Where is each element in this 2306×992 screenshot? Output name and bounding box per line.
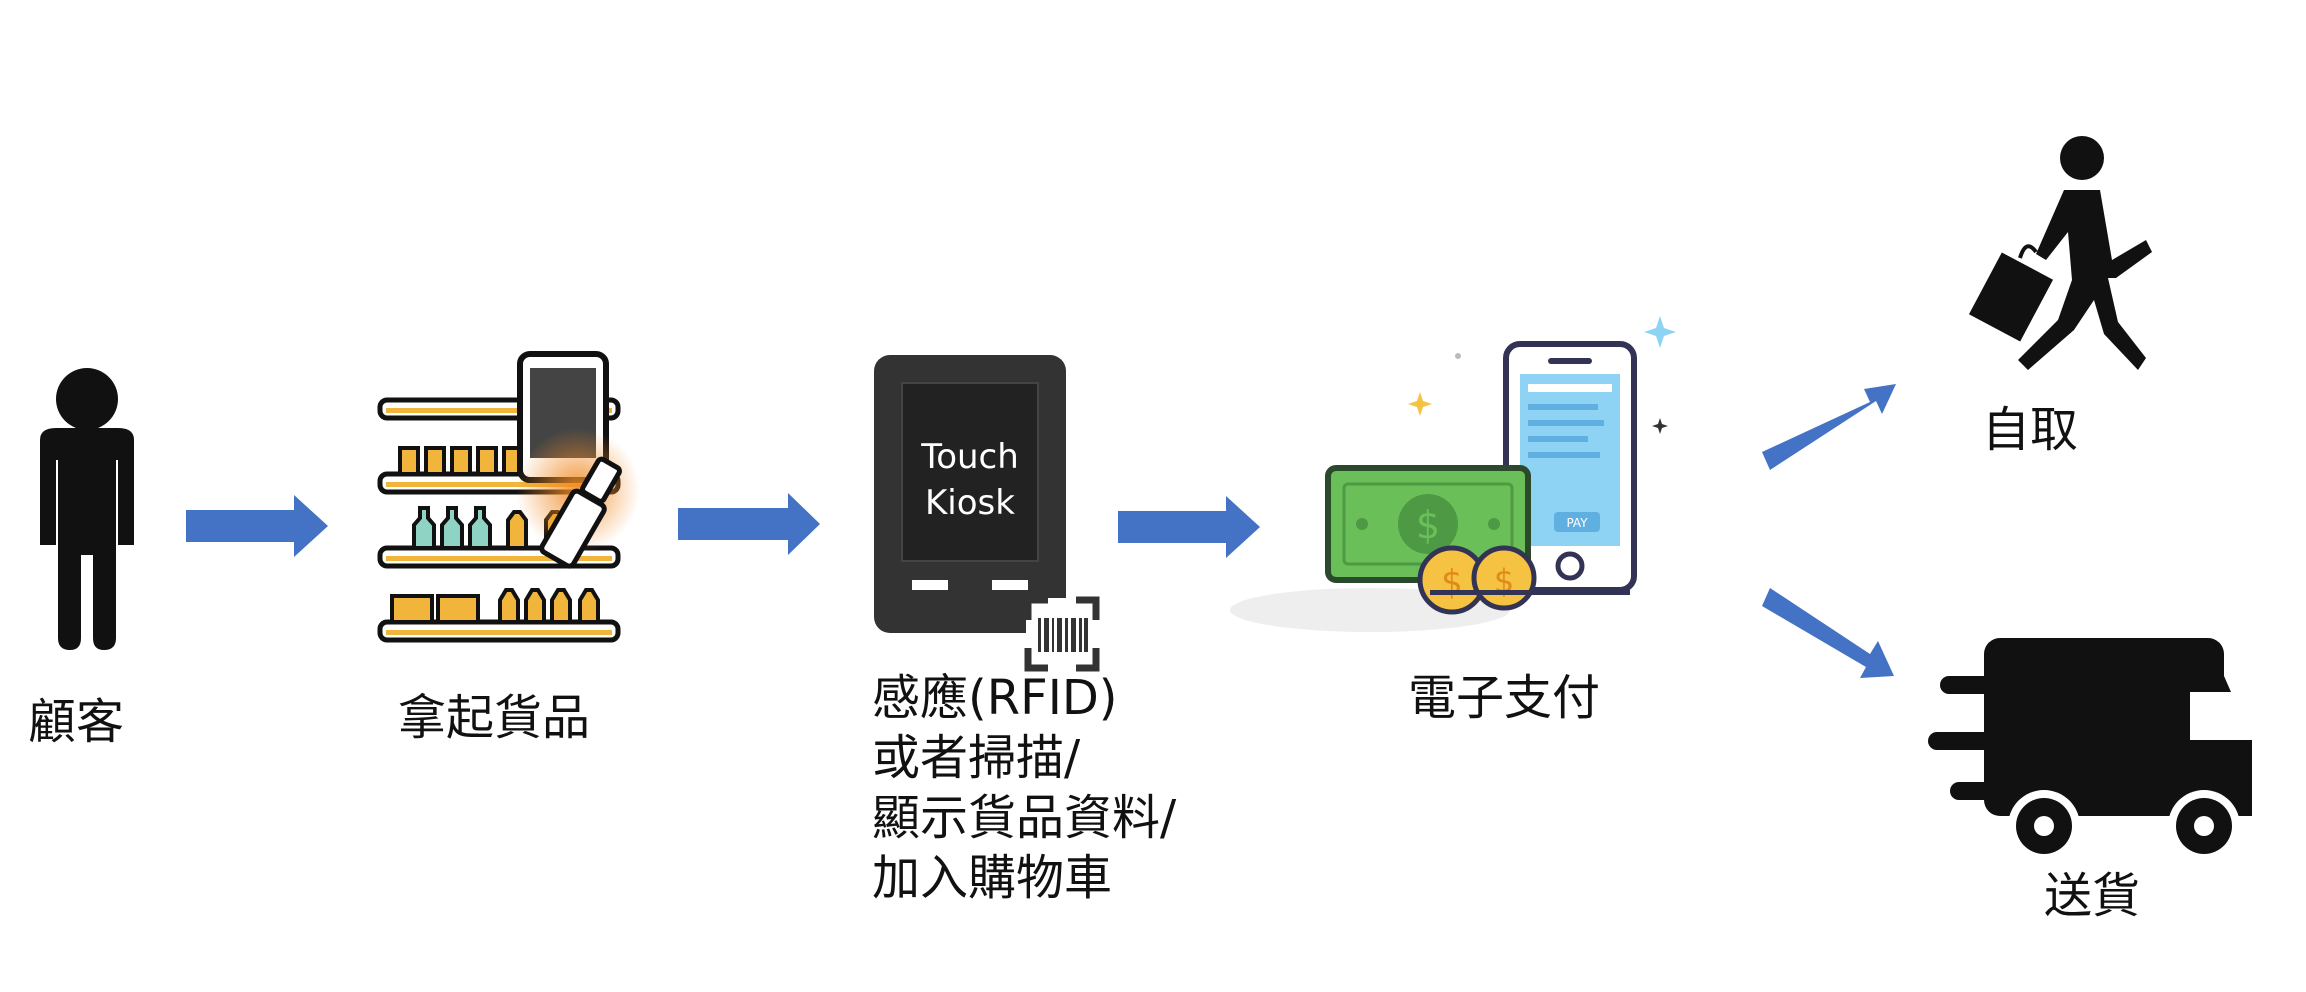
svg-text:$: $ bbox=[1441, 563, 1463, 603]
customer-icon bbox=[40, 368, 134, 650]
touch-kiosk-icon: Touch Kiosk bbox=[874, 355, 1066, 633]
self-pickup-label: 自取 bbox=[1982, 402, 2079, 458]
pay-badge: PAY bbox=[1566, 516, 1588, 530]
kiosk-label-line-4: 加入購物車 bbox=[872, 850, 1113, 906]
svg-text:$: $ bbox=[1416, 503, 1440, 547]
kiosk-label-line-3: 顯示貨品資料/ bbox=[872, 790, 1177, 846]
flow-arrow-to-self-pickup bbox=[1762, 384, 1896, 470]
electronic-payment-icon: PAY $ $ $ bbox=[1230, 316, 1676, 632]
flow-arrow-1 bbox=[186, 495, 328, 557]
customer-label: 顧客 bbox=[28, 694, 125, 750]
flow-arrow-to-delivery bbox=[1762, 588, 1894, 678]
delivery-truck-icon bbox=[1928, 638, 2262, 862]
electronic-payment-label: 電子支付 bbox=[1408, 670, 1601, 726]
delivery-label: 送貨 bbox=[2044, 868, 2141, 924]
shelf-icon bbox=[377, 351, 640, 643]
barcode-scan-icon bbox=[1024, 596, 1100, 672]
kiosk-screen-line1: Touch bbox=[920, 437, 1019, 477]
flow-arrow-2 bbox=[678, 493, 820, 555]
kiosk-label-line-1: 感應(RFID) bbox=[872, 670, 1118, 726]
pick-up-goods-label: 拿起貨品 bbox=[398, 690, 591, 746]
kiosk-step-label: 感應(RFID) 或者掃描/ 顯示貨品資料/ 加入購物車 bbox=[872, 668, 1176, 908]
flow-arrow-3 bbox=[1118, 496, 1260, 558]
kiosk-label-line-2: 或者掃描/ bbox=[872, 730, 1081, 786]
walking-person-icon bbox=[1968, 136, 2152, 370]
kiosk-screen-line2: Kiosk bbox=[925, 483, 1015, 523]
